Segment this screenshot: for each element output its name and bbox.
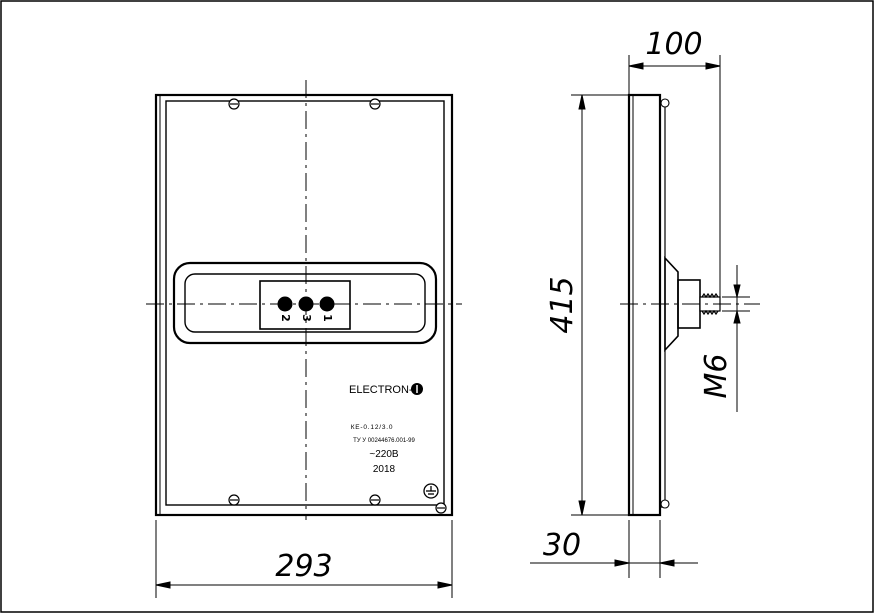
mount-depth-dimension xyxy=(530,520,698,578)
terminal-label: 1 xyxy=(321,314,334,322)
brand-logo-icon xyxy=(411,383,423,395)
height-dimension xyxy=(571,94,629,516)
screw-icon xyxy=(660,98,670,509)
enclosure-outer xyxy=(154,93,454,517)
brand-label: ELECTRON- xyxy=(349,384,413,396)
terminal-label: 2 xyxy=(279,314,292,322)
year-label: 2018 xyxy=(373,464,396,475)
width-dimension xyxy=(155,520,453,598)
mount-depth-dimension-value: 30 xyxy=(543,528,581,563)
screw-icon xyxy=(228,98,447,514)
thread-dimension xyxy=(722,265,750,412)
side-body xyxy=(627,93,662,517)
terminal-label: 3 xyxy=(300,314,313,322)
width-dimension-value: 293 xyxy=(275,549,332,584)
side-view xyxy=(620,93,760,517)
label-plate: ELECTRON- КЕ-0.12/3.0 ТУ У 00244676.001-… xyxy=(349,383,423,475)
cable-gland xyxy=(664,255,679,353)
depth-dimension xyxy=(628,55,721,297)
height-dimension-value: 415 xyxy=(545,276,580,333)
spec-label: ТУ У 00244676.001-99 xyxy=(353,438,415,444)
ground-icon xyxy=(423,483,439,499)
model-label: КЕ-0.12/3.0 xyxy=(351,424,394,431)
thread-dimension-value: M6 xyxy=(699,354,734,399)
terminal-window-outer xyxy=(172,261,438,345)
terminal-block xyxy=(259,280,351,330)
terminal-window-inner xyxy=(184,273,426,333)
enclosure-inner xyxy=(165,100,445,506)
voltage-label: ~220В xyxy=(369,449,399,460)
threaded-stud xyxy=(699,292,721,316)
front-view xyxy=(146,80,462,520)
depth-dimension-value: 100 xyxy=(645,27,702,62)
